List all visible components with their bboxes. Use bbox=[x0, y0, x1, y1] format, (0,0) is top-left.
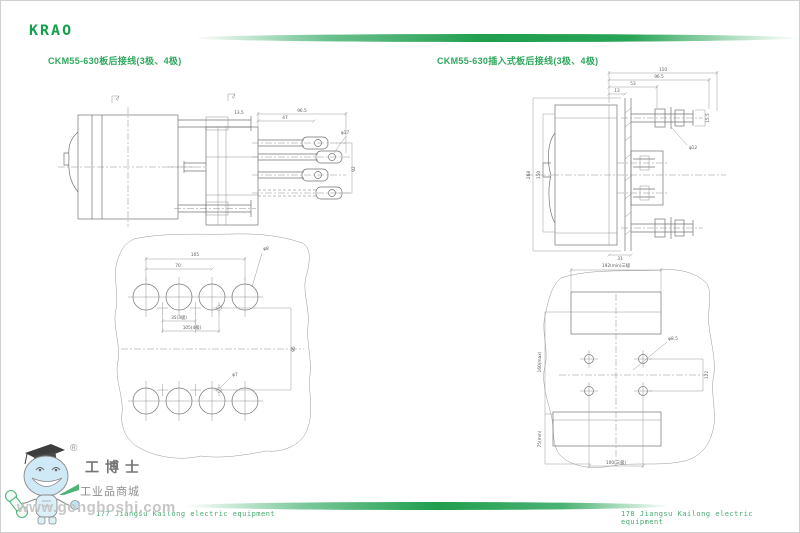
dim-label: 100(三极) bbox=[606, 459, 626, 466]
breaker-plug-in-side-view bbox=[526, 98, 726, 251]
dim-label: 13.5 bbox=[234, 110, 244, 116]
wrench-icon bbox=[4, 489, 29, 519]
robot-head bbox=[23, 455, 69, 497]
plate-outline bbox=[114, 233, 311, 459]
panel-outline bbox=[543, 269, 715, 468]
dimensions: 110 96.5 53 13 15.5 φ12 268 150 31 bbox=[526, 67, 719, 262]
dim-label: 110 bbox=[659, 67, 667, 73]
hole-dim-label: φ8 bbox=[263, 246, 269, 252]
mounting-holes bbox=[580, 350, 652, 400]
dim-label: 70 bbox=[175, 263, 181, 269]
registered-trademark-symbol: ® bbox=[70, 443, 78, 454]
hole-dim-label: φ17 bbox=[341, 130, 350, 136]
dim-label: 268 bbox=[526, 171, 532, 179]
dim-label: 13 bbox=[614, 88, 620, 94]
footer-page-text-right: 178 Jiangsu Kailong electric equipment bbox=[621, 510, 754, 526]
drawing-plug-in-drill-plan: 192(min)三极 φ8.5 122 160(max) 75(min) 100… bbox=[537, 262, 715, 468]
section-title-rear-connection: CKM55-630板后接线(3极、4极) bbox=[48, 56, 182, 66]
watermark-robot-mascot bbox=[4, 444, 80, 525]
watermark-brand-name: 工博士 bbox=[85, 460, 145, 476]
company-logo: KRAO bbox=[29, 21, 74, 39]
dim-label: 15.5 bbox=[705, 113, 711, 123]
drawing-rear-connection-views: 13.5 bbox=[58, 93, 357, 227]
dim-label: 53 bbox=[630, 81, 636, 87]
dim-label: 47 bbox=[282, 115, 288, 121]
dim-label: 105 bbox=[191, 252, 199, 258]
watermark-website: www.gongboshi.com bbox=[17, 499, 176, 516]
section-title-plug-in-connection: CKM55-630插入式板后接线(3极、4极) bbox=[437, 56, 599, 66]
breaker-rear-view: 96.5 47 92 φ17 bbox=[168, 108, 357, 226]
hole-dim-label: φ7 bbox=[232, 372, 238, 378]
bottom-green-stripe bbox=[184, 502, 670, 510]
cutouts bbox=[552, 291, 662, 447]
drawing-rear-connection-drill-plan: 105 70 35(3极) 105(4极) 95 φ8 φ7 bbox=[114, 233, 311, 459]
dim-label: 122 bbox=[704, 371, 710, 379]
hole-row-bottom bbox=[128, 381, 263, 421]
dimensions: 105 70 35(3极) 105(4极) 95 φ8 φ7 bbox=[144, 246, 297, 391]
dim-label: 31 bbox=[617, 256, 623, 262]
dim-label: 105(4极) bbox=[183, 324, 202, 331]
dimensions: 192(min)三极 φ8.5 122 160(max) 75(min) 100… bbox=[537, 262, 710, 468]
dim-label: 95 bbox=[291, 346, 297, 352]
top-green-stripe bbox=[193, 34, 799, 42]
dim-label: 75(min) bbox=[537, 430, 543, 447]
dim-label: 160(max) bbox=[537, 351, 543, 372]
dim-label: 192(min)三极 bbox=[602, 262, 631, 269]
dim-label: 96.5 bbox=[654, 74, 664, 80]
dim-label: 96.5 bbox=[297, 108, 307, 114]
watermark-swoosh-icon bbox=[59, 484, 79, 495]
robot-body bbox=[21, 494, 80, 525]
dim-label: 150 bbox=[536, 171, 542, 179]
watermark-tagline: 工业品商城 bbox=[80, 486, 140, 498]
drawing-plug-in-views: 110 96.5 53 13 15.5 φ12 268 150 31 bbox=[526, 67, 726, 262]
hole-row-top bbox=[128, 277, 263, 317]
breaker-side-view: 13.5 bbox=[58, 93, 256, 227]
hole-dim-label: φ8.5 bbox=[668, 336, 678, 342]
hole-dim-label: φ12 bbox=[689, 145, 698, 151]
footer-page-text-left: 177 Jiangsu Kailong electric equipment bbox=[96, 510, 276, 518]
dim-label: 35(3极) bbox=[171, 314, 187, 321]
dim-label: 92 bbox=[351, 166, 357, 172]
